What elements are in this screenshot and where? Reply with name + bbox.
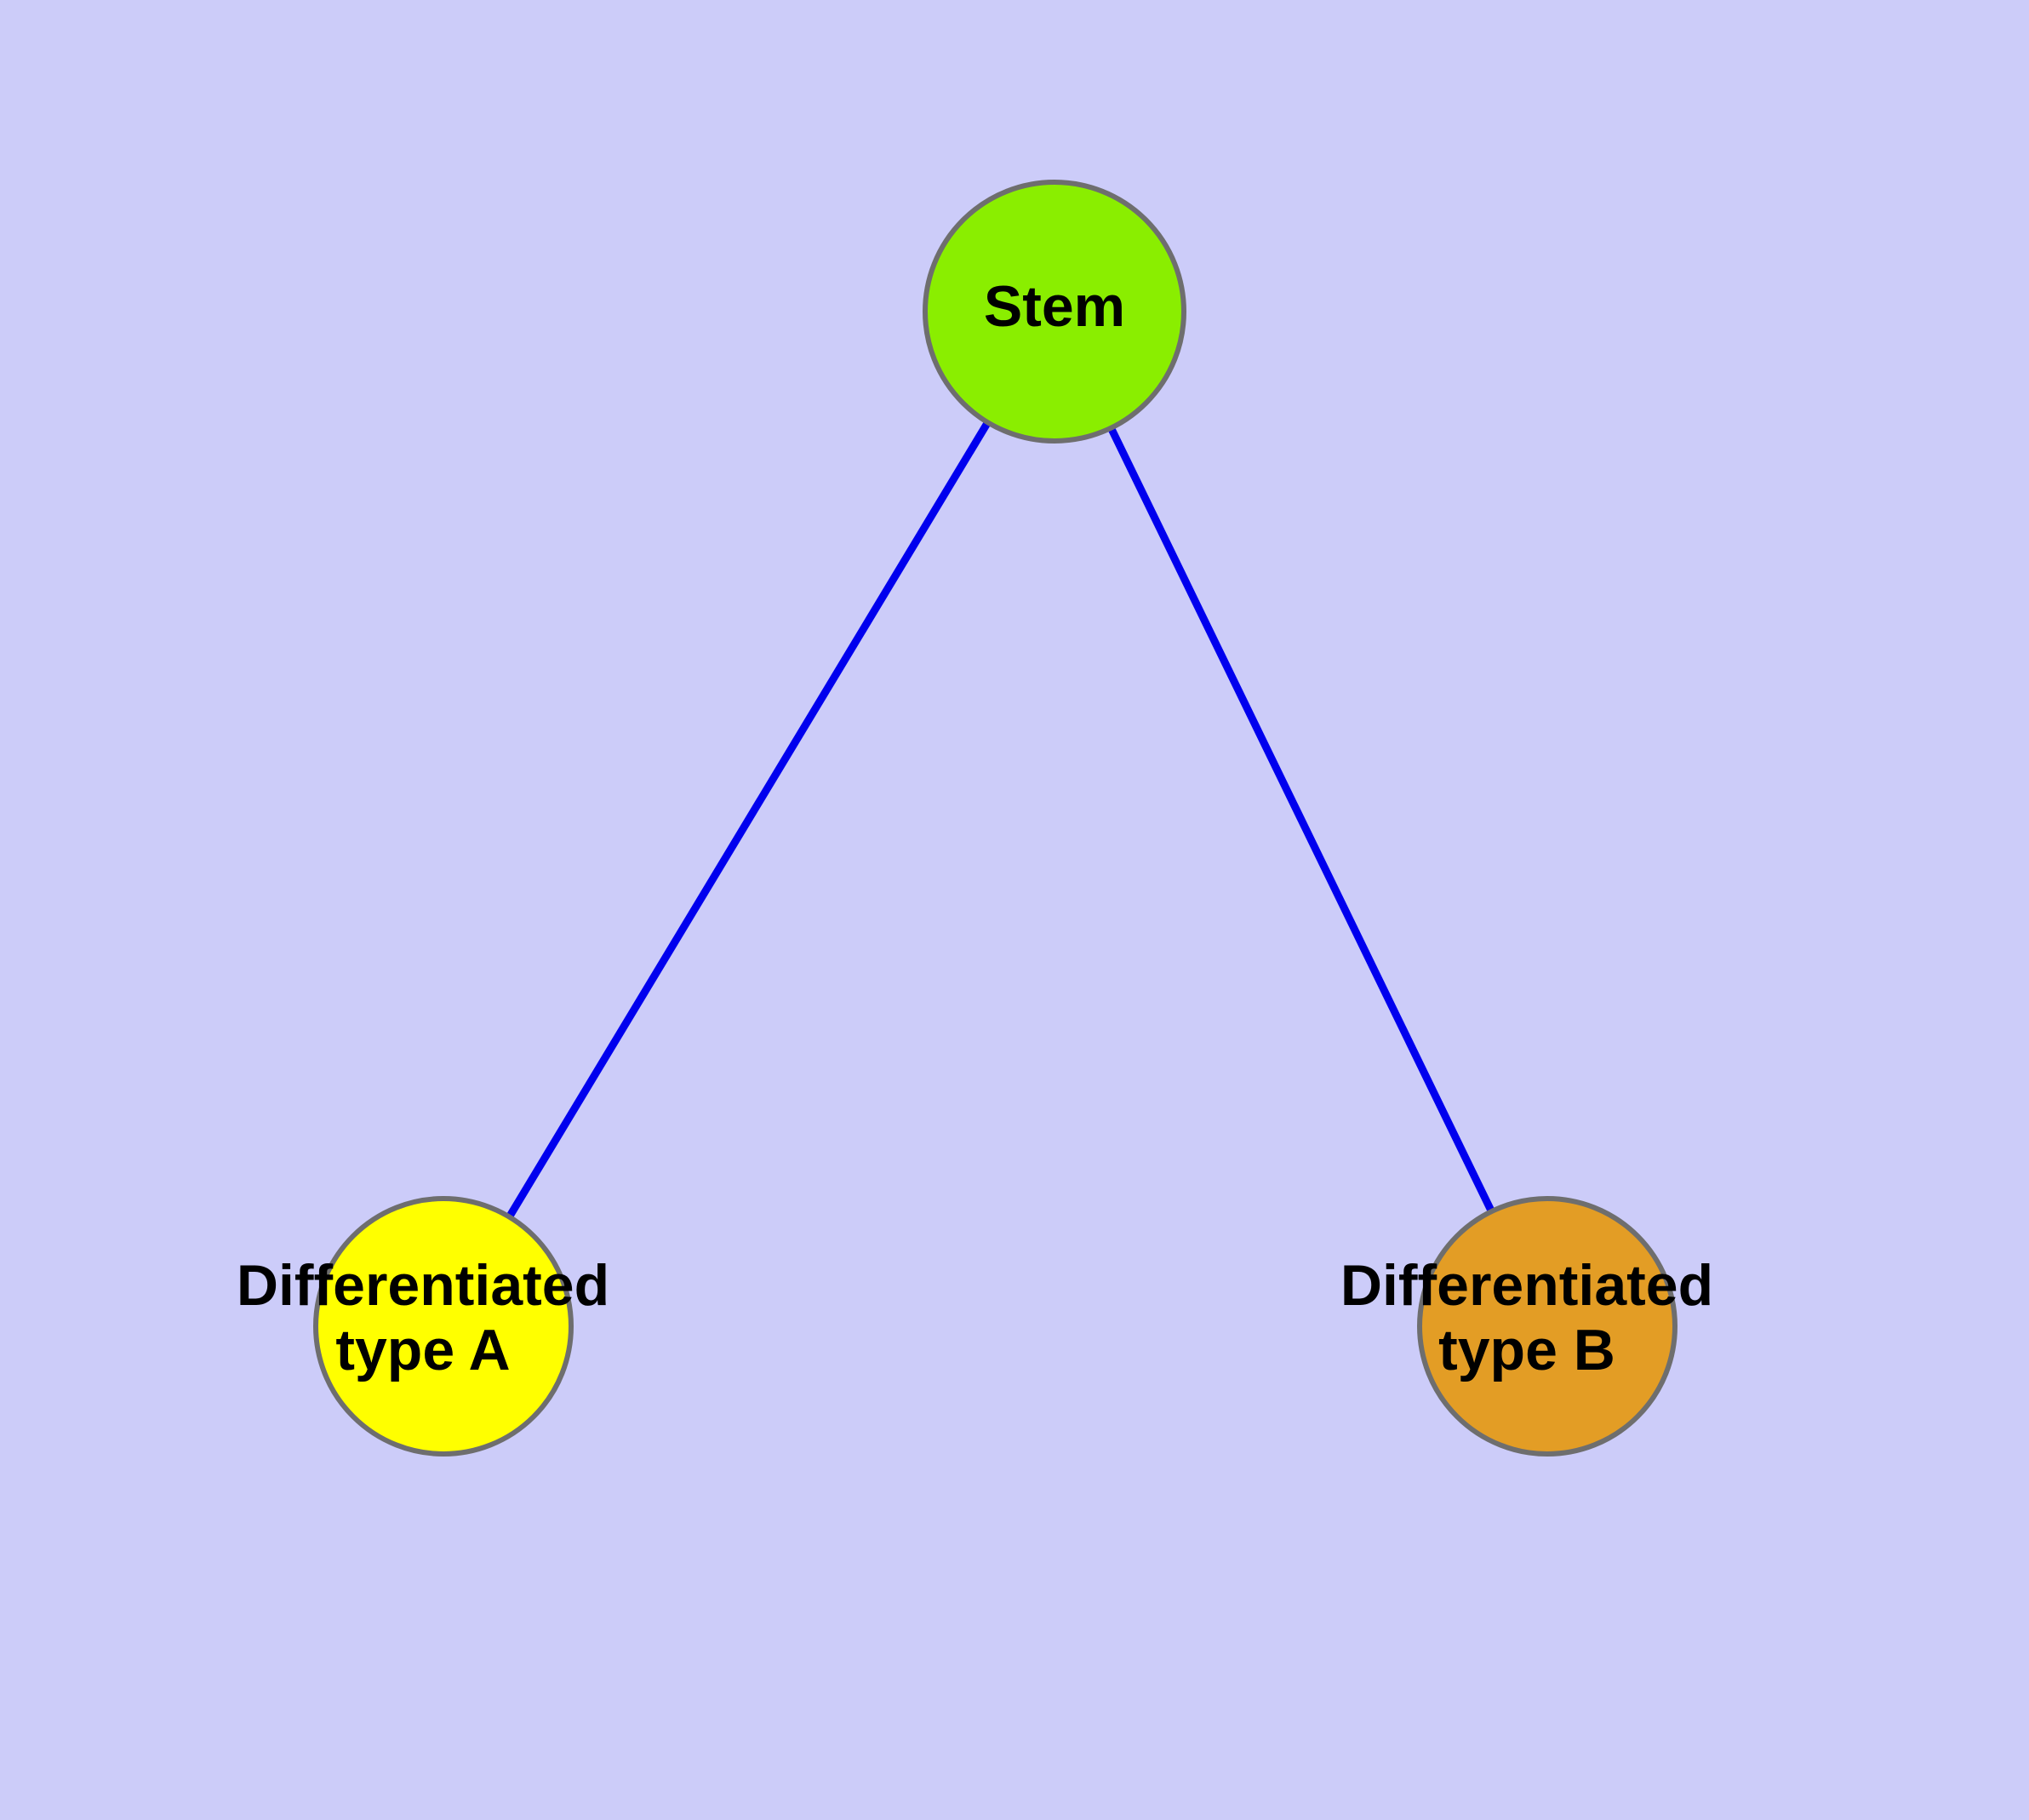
edge-stem-to-diff-a[interactable] — [440, 309, 1058, 1329]
node-stem[interactable] — [923, 180, 1186, 444]
node-diff-b[interactable] — [1417, 1196, 1677, 1457]
node-layer — [313, 180, 1677, 1457]
edge-stem-to-diff-b[interactable] — [1050, 310, 1552, 1328]
node-diff-a[interactable] — [313, 1196, 574, 1457]
edge-layer — [440, 309, 1552, 1329]
